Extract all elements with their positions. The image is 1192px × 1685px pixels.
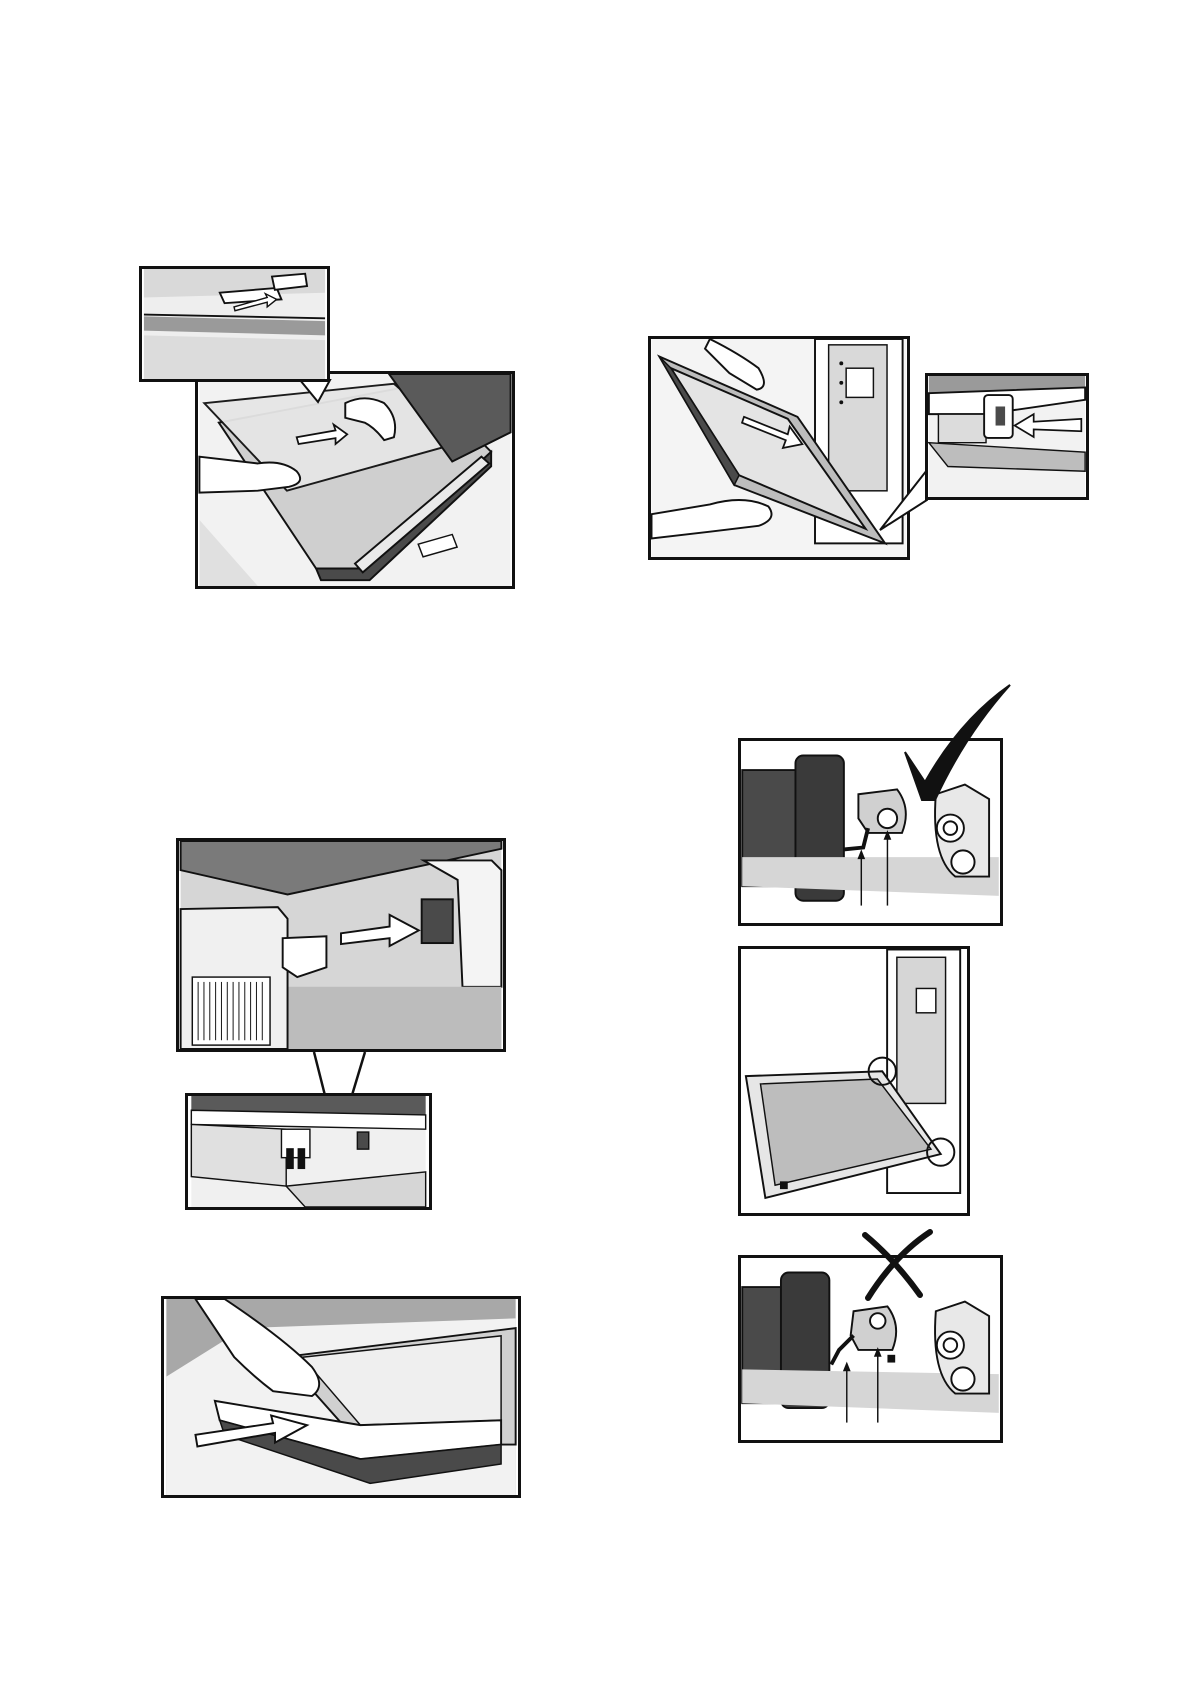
figure-glass-slide-in-inset — [139, 266, 330, 382]
door-tilt-illustration — [651, 339, 907, 557]
figure-hinge-wrong — [738, 1255, 1003, 1443]
figure-rail-insert-inset — [185, 1093, 432, 1210]
hinge-wrong-illustration — [741, 1258, 1000, 1440]
figure-hinge-correct — [738, 738, 1003, 926]
glass-clip-detail-illustration — [142, 269, 327, 379]
glass-slide-in-illustration — [198, 374, 512, 586]
figure-door-tilt-inset — [925, 373, 1089, 500]
door-open-illustration — [741, 949, 967, 1213]
rail-insert-illustration — [179, 841, 503, 1049]
hinge-correct-illustration — [741, 741, 1000, 923]
figure-glass-slide-in — [195, 371, 515, 589]
figure-door-tilt-insert — [648, 336, 910, 560]
press-down-illustration — [164, 1299, 518, 1495]
figure-rail-insert — [176, 838, 506, 1052]
slot-detail-illustration — [188, 1096, 429, 1207]
figure-press-down — [161, 1296, 521, 1498]
hinge-clip-detail-illustration — [928, 376, 1086, 497]
figure-door-open — [738, 946, 970, 1216]
